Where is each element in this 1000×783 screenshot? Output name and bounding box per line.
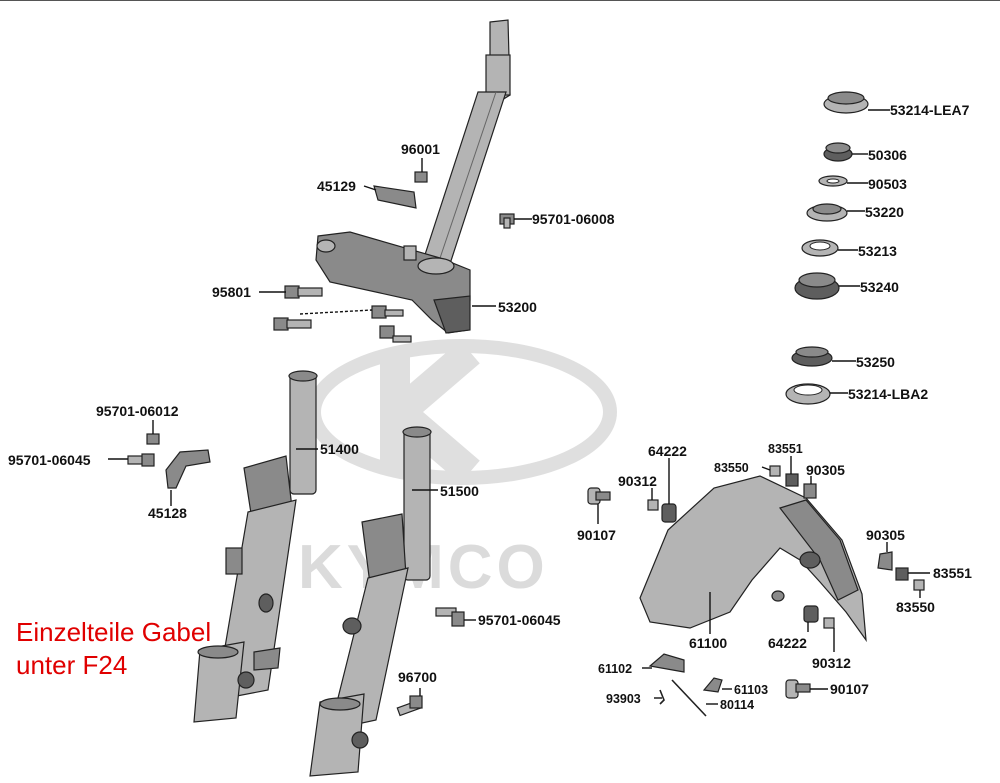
label-64222-b: 64222 <box>768 635 807 651</box>
label-95701-06008: 95701-06008 <box>532 211 615 227</box>
race-53213 <box>801 239 839 257</box>
label-45128: 45128 <box>148 505 187 521</box>
fork-leg-51400 <box>193 370 318 723</box>
label-95701-06045-a: 95701-06045 <box>8 452 91 468</box>
label-95701-06045-b: 95701-06045 <box>478 612 561 628</box>
bolt-95701-06045-a <box>127 453 155 467</box>
grommet-90312-b <box>823 617 835 629</box>
bearing-53214-LEA7 <box>823 91 869 114</box>
nut-83551-a <box>785 473 799 487</box>
nut-50306 <box>823 142 853 162</box>
leader-lines <box>108 109 930 705</box>
bolt-95801-a <box>284 285 323 299</box>
bearing-stack <box>785 91 869 405</box>
race-53214-LBA2 <box>785 383 831 405</box>
label-80114: 80114 <box>720 698 754 712</box>
label-61102: 61102 <box>598 662 632 676</box>
grommet-90312-a <box>647 499 659 511</box>
top-border-line <box>0 0 1000 1</box>
note-line-2: unter F24 <box>16 650 127 680</box>
label-53214-LEA7: 53214-LEA7 <box>890 102 970 118</box>
bolt-95701-06008 <box>499 213 515 229</box>
label-90503: 90503 <box>868 176 907 192</box>
nut-64222-b <box>803 605 819 623</box>
label-53240: 53240 <box>860 279 899 295</box>
label-90107-a: 90107 <box>577 527 616 543</box>
label-96001: 96001 <box>401 141 440 157</box>
fork-leg-51500 <box>309 426 432 777</box>
cable-guide-61102 <box>648 653 685 673</box>
label-83550-b: 83550 <box>896 599 935 615</box>
label-90107-b: 90107 <box>830 681 869 697</box>
bracket-45128 <box>165 449 211 489</box>
label-83551-b: 83551 <box>933 565 972 581</box>
label-53250: 53250 <box>856 354 895 370</box>
bracket-45129 <box>373 185 417 209</box>
label-51400: 51400 <box>320 441 359 457</box>
label-53220: 53220 <box>865 204 904 220</box>
bolt-90107-a <box>587 487 611 505</box>
washer-83550-a <box>769 465 781 477</box>
clip-90305-a <box>803 483 817 499</box>
bolt-96700 <box>396 695 423 717</box>
bolt-90107-b <box>785 679 811 699</box>
bolt-95801-b <box>273 317 312 331</box>
label-93903: 93903 <box>606 692 641 706</box>
washer-90503 <box>818 175 848 187</box>
label-61100: 61100 <box>689 635 727 651</box>
nut-83551-b <box>895 567 909 581</box>
label-64222-a: 64222 <box>648 443 687 459</box>
label-95701-06012: 95701-06012 <box>96 403 179 419</box>
kymco-watermark: KYMCO <box>298 339 617 602</box>
steering-stem-53200 <box>315 19 511 334</box>
label-51500: 51500 <box>440 483 479 499</box>
bearing-53250 <box>791 346 833 367</box>
label-53214-LBA2: 53214-LBA2 <box>848 386 928 402</box>
nut-95801-d <box>379 325 412 343</box>
label-83551-a: 83551 <box>768 442 803 456</box>
label-96700: 96700 <box>398 669 437 685</box>
front-fender-61100 <box>639 475 867 643</box>
part-labels: 53214-LEA7 50306 90503 53220 53213 53240… <box>8 102 972 712</box>
label-83550-a: 83550 <box>714 461 749 475</box>
label-53213: 53213 <box>858 243 897 259</box>
label-53200: 53200 <box>498 299 537 315</box>
nut-95801-c <box>371 305 404 319</box>
bolt-96001 <box>414 171 428 183</box>
bolt-95701-06012 <box>146 433 160 445</box>
label-50306: 50306 <box>868 147 907 163</box>
label-95801: 95801 <box>212 284 251 300</box>
note: Einzelteile Gabel unter F24 <box>16 617 211 680</box>
clip-90305-b <box>877 551 893 571</box>
label-45129: 45129 <box>317 178 356 194</box>
clip-93903 <box>659 689 665 705</box>
race-53220 <box>806 203 848 222</box>
label-61103: 61103 <box>734 683 768 697</box>
label-90305-b: 90305 <box>866 527 905 543</box>
cable-guide-61103 <box>702 677 723 693</box>
label-90312-a: 90312 <box>618 473 657 489</box>
nut-64222-a <box>661 503 677 523</box>
bolt-95701-06045-b <box>435 607 465 627</box>
cable-80114 <box>671 679 707 717</box>
note-line-1: Einzelteile Gabel <box>16 617 211 647</box>
washer-83550-b <box>913 579 925 591</box>
label-90312-b: 90312 <box>812 655 851 671</box>
label-90305-a: 90305 <box>806 462 845 478</box>
bearing-53240 <box>794 272 840 300</box>
